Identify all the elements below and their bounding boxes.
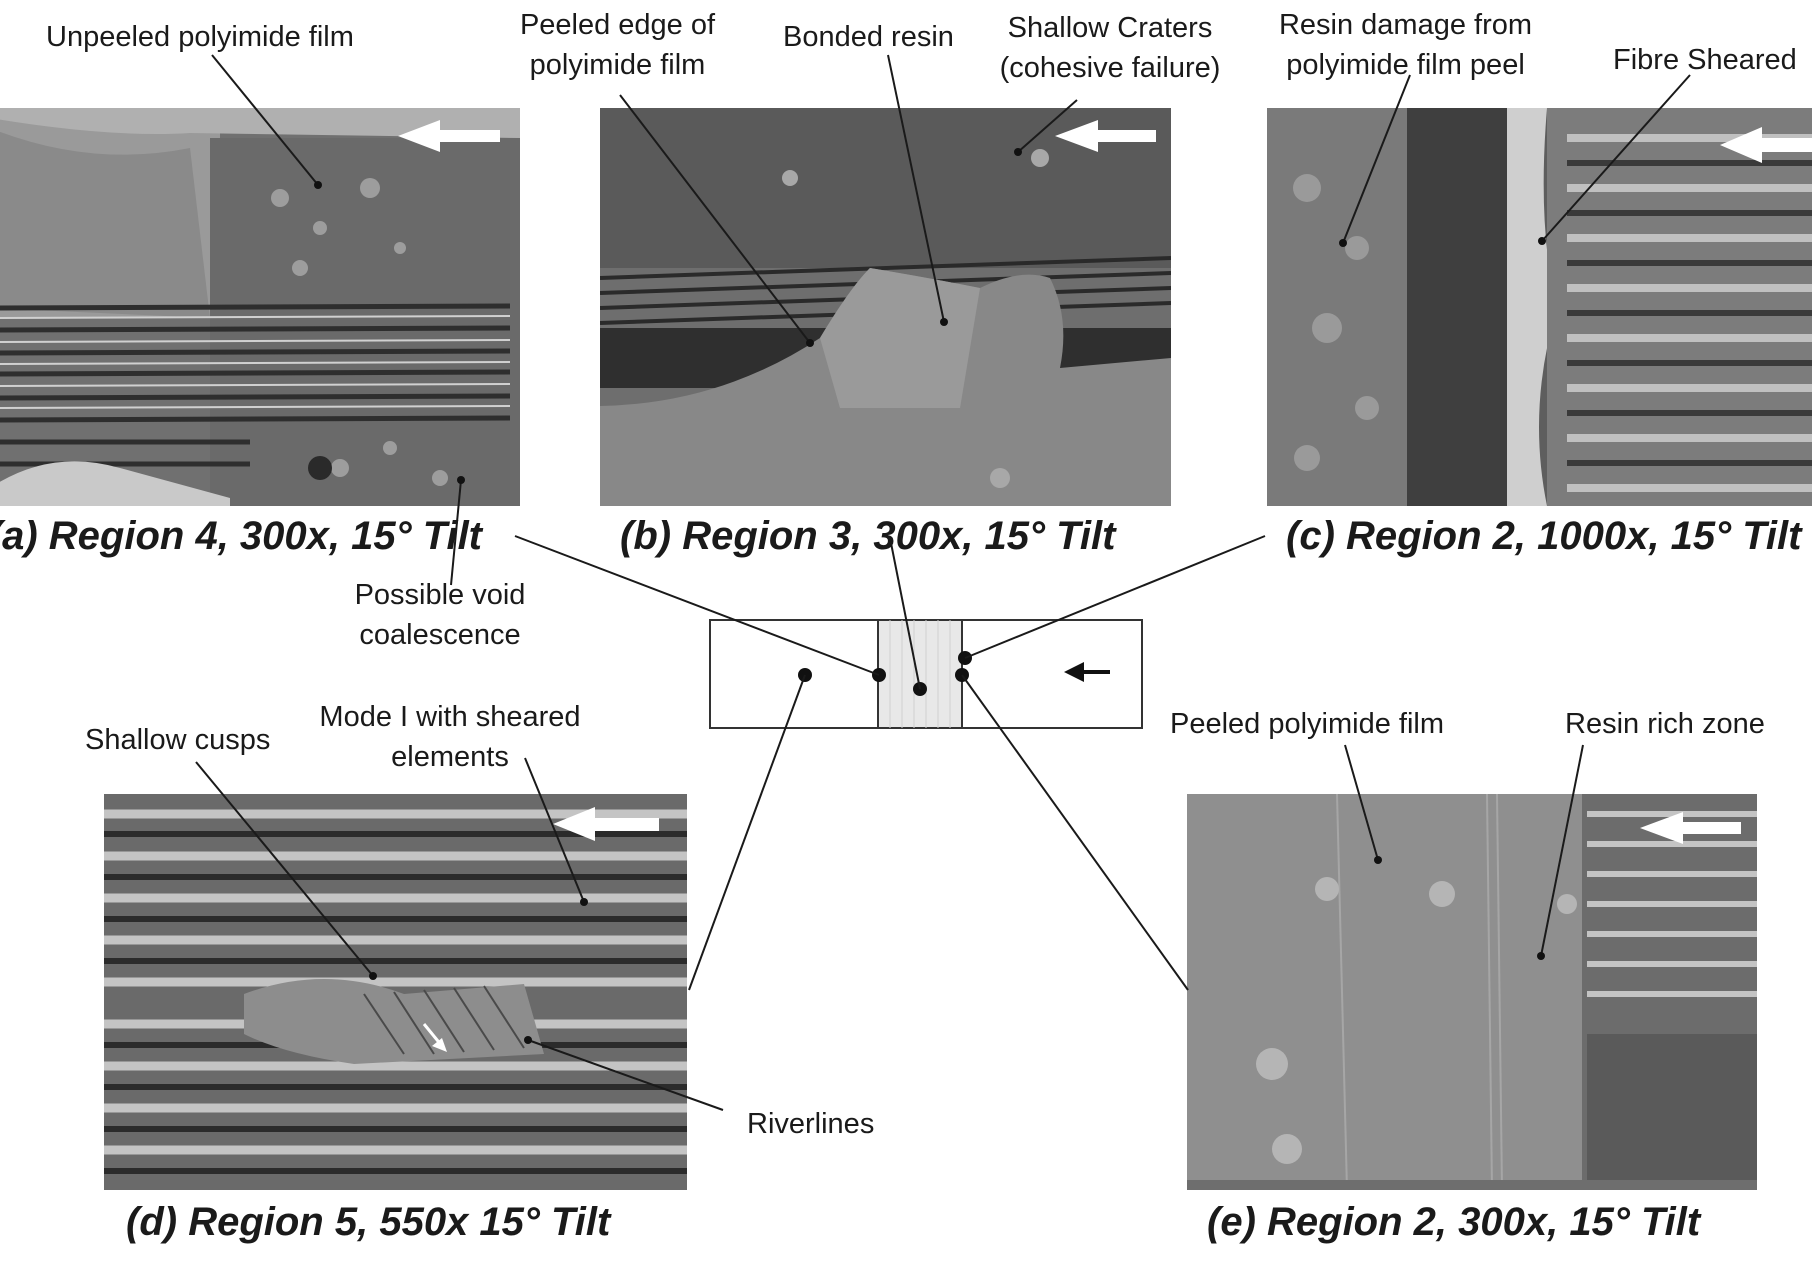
label-unpeeled-polyimide-film: Unpeeled polyimide film — [46, 21, 354, 53]
label-riverlines: Riverlines — [747, 1108, 875, 1140]
label-peeled-polyimide-film: Peeled polyimide film — [1170, 708, 1445, 740]
sem-image-d — [104, 794, 687, 1190]
label-resin-damage-line2: polyimide film peel — [1286, 49, 1525, 81]
location-dot-region2-c — [958, 651, 972, 665]
location-dot-region5 — [798, 668, 812, 682]
label-peeled-edge-line1: Peeled edge of — [519, 9, 716, 41]
label-resin-rich-zone: Resin rich zone — [1565, 708, 1765, 740]
label-shallow-craters-line2: (cohesive failure) — [999, 52, 1221, 84]
label-shallow-cusps: Shallow cusps — [85, 724, 271, 756]
label-possible-void-line2: coalescence — [359, 619, 521, 651]
label-mode-i: Mode I with sheared elements — [300, 697, 600, 777]
caption-a: (a) Region 4, 300x, 15° Tilt — [0, 514, 482, 558]
label-possible-void-line1: Possible void — [354, 579, 526, 611]
location-dot-region3 — [913, 682, 927, 696]
bond-region — [877, 619, 963, 729]
label-resin-damage: Resin damage from polyimide film peel — [1263, 5, 1548, 85]
label-peeled-edge-line2: polyimide film — [529, 49, 706, 81]
location-dot-region2-e — [955, 668, 969, 682]
label-possible-void: Possible void coalescence — [340, 575, 540, 655]
caption-b: (b) Region 3, 300x, 15° Tilt — [620, 514, 1116, 558]
label-resin-damage-line1: Resin damage from — [1278, 9, 1533, 41]
caption-d: (d) Region 5, 550x 15° Tilt — [126, 1200, 611, 1244]
sem-image-c — [1267, 108, 1812, 506]
load-direction-arrow — [1064, 662, 1110, 682]
sem-image-e — [1187, 794, 1757, 1190]
label-mode-i-line1: Mode I with sheared — [319, 701, 581, 733]
location-dot-region4 — [872, 668, 886, 682]
label-bonded-resin: Bonded resin — [783, 21, 954, 53]
label-shallow-craters: Shallow Craters (cohesive failure) — [990, 8, 1230, 88]
caption-c: (c) Region 2, 1000x, 15° Tilt — [1286, 514, 1802, 558]
label-peeled-edge: Peeled edge of polyimide film — [505, 5, 730, 85]
label-mode-i-line2: elements — [391, 741, 509, 773]
sem-image-b — [600, 108, 1171, 506]
caption-e: (e) Region 2, 300x, 15° Tilt — [1207, 1200, 1701, 1244]
label-fibre-sheared: Fibre Sheared — [1613, 44, 1797, 76]
specimen-outline — [709, 619, 1143, 729]
sem-image-a — [0, 108, 520, 506]
label-shallow-craters-line1: Shallow Craters — [1007, 12, 1213, 44]
